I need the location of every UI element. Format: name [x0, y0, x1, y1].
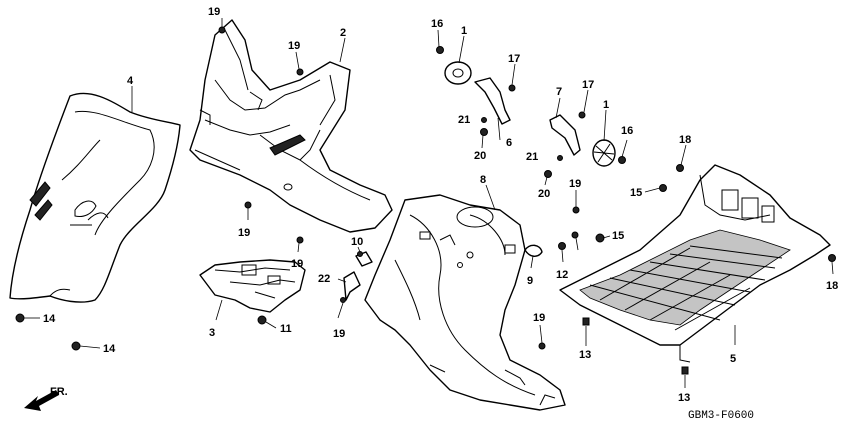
callout-14: 14	[103, 343, 116, 355]
callout-9: 9	[527, 275, 533, 287]
leader-lines	[24, 18, 834, 388]
grommet-part-2	[592, 139, 616, 167]
callout-17: 17	[508, 53, 520, 65]
callout-19: 19	[569, 178, 581, 190]
callout-19: 19	[333, 328, 345, 340]
callout-13: 13	[678, 392, 690, 404]
callout-3: 3	[209, 327, 215, 339]
bracket-part-7	[549, 114, 581, 156]
callout-6: 6	[506, 137, 512, 149]
callout-5: 5	[730, 353, 736, 365]
callout-20: 20	[474, 150, 486, 162]
inner-bracket-part	[199, 259, 306, 313]
callout-17: 17	[582, 79, 594, 91]
callout-19: 19	[533, 312, 545, 324]
front-arrow-icon	[24, 390, 59, 411]
front-label: FR.	[50, 386, 68, 398]
callout-12: 12	[556, 269, 568, 281]
front-direction-indicator: FR.	[24, 386, 68, 411]
front-cover-part	[9, 92, 181, 303]
callout-15: 15	[612, 230, 624, 242]
callout-1: 1	[603, 99, 609, 111]
clip-part-22	[343, 271, 361, 301]
callout-18: 18	[679, 134, 691, 146]
callout-19: 19	[238, 227, 250, 239]
callout-7: 7	[556, 86, 562, 98]
grommet-part-1	[444, 61, 472, 85]
callout-19: 19	[288, 40, 300, 52]
callout-20: 20	[538, 188, 550, 200]
drawing-code: GBM3-F0600	[688, 410, 754, 422]
upper-cover-part	[189, 19, 393, 233]
callout-21: 21	[458, 114, 470, 126]
floor-step-part	[559, 164, 831, 363]
callout-1: 1	[461, 25, 467, 37]
callout-13: 13	[579, 349, 591, 361]
callout-19: 19	[208, 6, 220, 18]
callout-18: 18	[826, 280, 838, 292]
bracket-part-6	[474, 77, 511, 125]
callout-16: 16	[621, 125, 633, 137]
callout-15: 15	[630, 187, 642, 199]
clip-part-9	[524, 244, 543, 257]
callout-21: 21	[526, 151, 538, 163]
callout-11: 11	[280, 323, 292, 335]
callout-14: 14	[43, 313, 56, 325]
callout-2: 2	[340, 27, 346, 39]
callout-labels: 19 2 19 4 16 1 17 21 20 6 7 17 1 16 21 2…	[43, 6, 838, 404]
callout-19: 19	[291, 258, 303, 270]
callout-8: 8	[480, 174, 486, 186]
callout-16: 16	[431, 18, 443, 30]
callout-10: 10	[351, 236, 363, 248]
inner-cover-part	[364, 194, 566, 411]
callout-22: 22	[318, 273, 330, 285]
callout-4: 4	[127, 75, 134, 87]
